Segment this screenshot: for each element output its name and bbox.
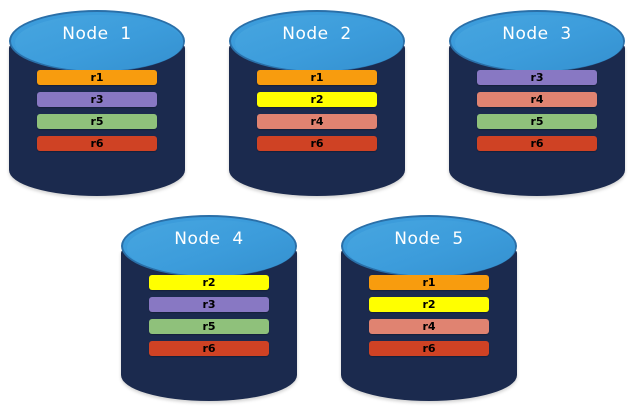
node-label: Node 1	[62, 24, 132, 44]
replica-bar[interactable]: r3	[37, 92, 157, 107]
replica-bar[interactable]: r5	[37, 114, 157, 129]
replica-bar[interactable]: r5	[477, 114, 597, 129]
replica-bar[interactable]: r4	[369, 319, 489, 334]
replica-list: r2 r3 r5 r6	[149, 275, 269, 356]
node-label: Node 4	[174, 229, 244, 249]
replica-bar[interactable]: r2	[257, 92, 377, 107]
node-cylinder-2[interactable]: Node 2 r1 r2 r4 r6	[229, 10, 405, 196]
replica-bar[interactable]: r3	[477, 70, 597, 85]
replica-list: r3 r4 r5 r6	[477, 70, 597, 151]
replica-bar[interactable]: r2	[369, 297, 489, 312]
replica-bar[interactable]: r6	[149, 341, 269, 356]
replica-bar[interactable]: r4	[477, 92, 597, 107]
replica-bar[interactable]: r2	[149, 275, 269, 290]
node-cylinder-5[interactable]: Node 5 r1 r2 r4 r6	[341, 215, 517, 401]
replica-list: r1 r2 r4 r6	[369, 275, 489, 356]
replica-list: r1 r3 r5 r6	[37, 70, 157, 151]
node-label: Node 3	[502, 24, 572, 44]
replica-bar[interactable]: r1	[257, 70, 377, 85]
replica-bar[interactable]: r4	[257, 114, 377, 129]
replica-bar[interactable]: r6	[477, 136, 597, 151]
replica-bar[interactable]: r6	[257, 136, 377, 151]
replica-bar[interactable]: r6	[369, 341, 489, 356]
node-cylinder-3[interactable]: Node 3 r3 r4 r5 r6	[449, 10, 625, 196]
node-label: Node 5	[394, 229, 464, 249]
replica-bar[interactable]: r3	[149, 297, 269, 312]
node-label: Node 2	[282, 24, 352, 44]
replica-bar[interactable]: r5	[149, 319, 269, 334]
replica-list: r1 r2 r4 r6	[257, 70, 377, 151]
node-cylinder-4[interactable]: Node 4 r2 r3 r5 r6	[121, 215, 297, 401]
replica-bar[interactable]: r6	[37, 136, 157, 151]
node-cylinder-1[interactable]: Node 1 r1 r3 r5 r6	[9, 10, 185, 196]
replica-bar[interactable]: r1	[37, 70, 157, 85]
replica-bar[interactable]: r1	[369, 275, 489, 290]
